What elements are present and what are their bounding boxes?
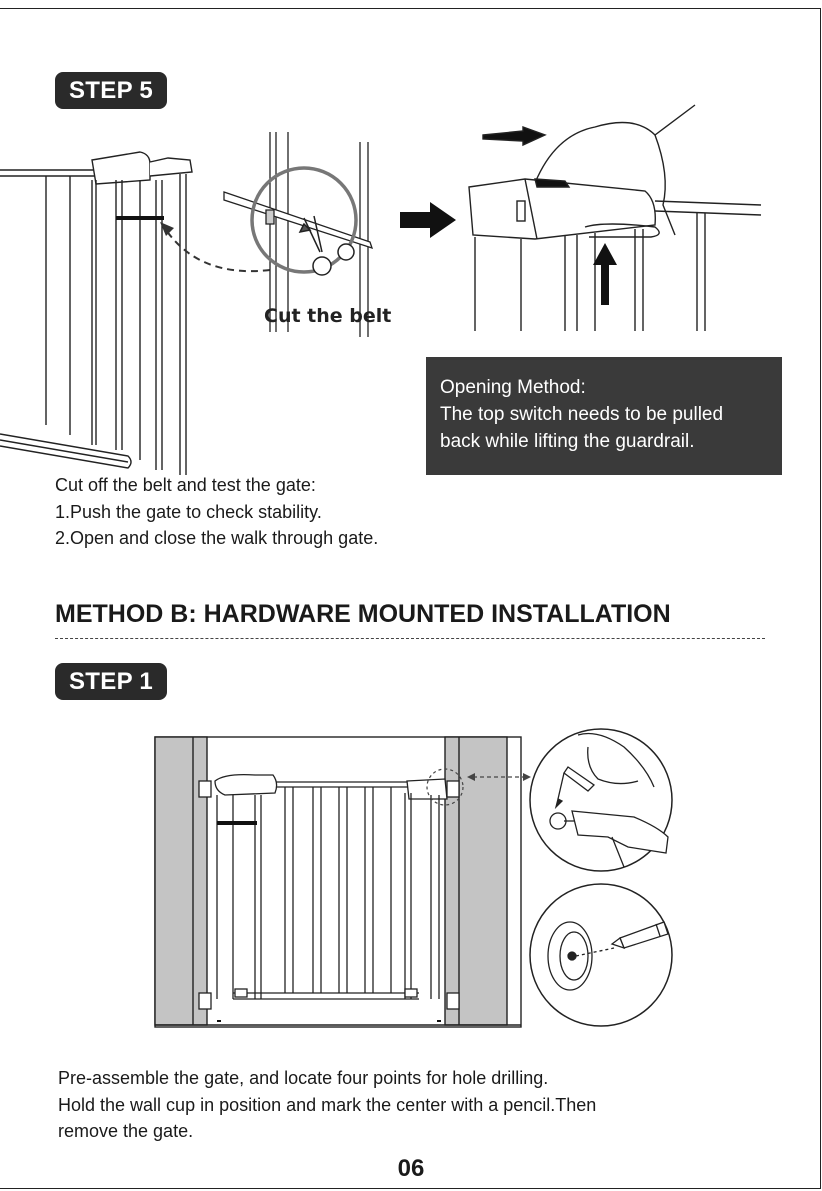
- gate-illustration-left: [0, 151, 193, 475]
- gate-wall-illustration: [154, 736, 531, 1028]
- step1-instructions: Pre-assemble the gate, and locate four p…: [58, 1065, 596, 1145]
- up-arrow-icon: [593, 243, 617, 305]
- instruction-line: Pre-assemble the gate, and locate four p…: [58, 1068, 549, 1088]
- instruction-line: 1.Push the gate to check stability.: [55, 501, 322, 522]
- instruction-line: remove the gate.: [58, 1121, 194, 1141]
- instruction-line: 2.Open and close the walk through gate.: [55, 528, 379, 548]
- opening-method-box: Opening Method: The top switch needs to …: [426, 357, 782, 475]
- scissors-icon: [298, 215, 355, 276]
- step1-badge: STEP 1: [55, 663, 168, 700]
- method-b-title: METHOD B: HARDWARE MOUNTED INSTALLATION: [55, 600, 671, 628]
- step5-instructions: Cut off the belt and test the gate: 1.Pu…: [55, 472, 378, 552]
- page-frame: [0, 8, 821, 1189]
- instruction-line: Hold the wall cup in position and mark t…: [58, 1094, 597, 1115]
- info-line: The top switch needs to be pulled: [440, 404, 724, 425]
- cut-belt-label: Cut the belt: [264, 305, 391, 327]
- page-number: 06: [397, 1155, 425, 1182]
- info-line: Opening Method:: [440, 377, 586, 398]
- section-divider: [55, 638, 765, 639]
- hand-switch-illustration: [468, 104, 762, 331]
- step5-badge: STEP 5: [55, 72, 168, 109]
- center-mark-detail: [529, 883, 673, 1027]
- pencil-mark-detail: [529, 728, 673, 872]
- dashed-arrow-icon: [160, 222, 271, 273]
- instruction-line: Cut off the belt and test the gate:: [55, 475, 316, 495]
- right-arrow-icon: [400, 202, 456, 238]
- scissors-magnifier: Cut the belt: [223, 132, 391, 337]
- info-line: back while lifting the guardrail.: [440, 431, 695, 452]
